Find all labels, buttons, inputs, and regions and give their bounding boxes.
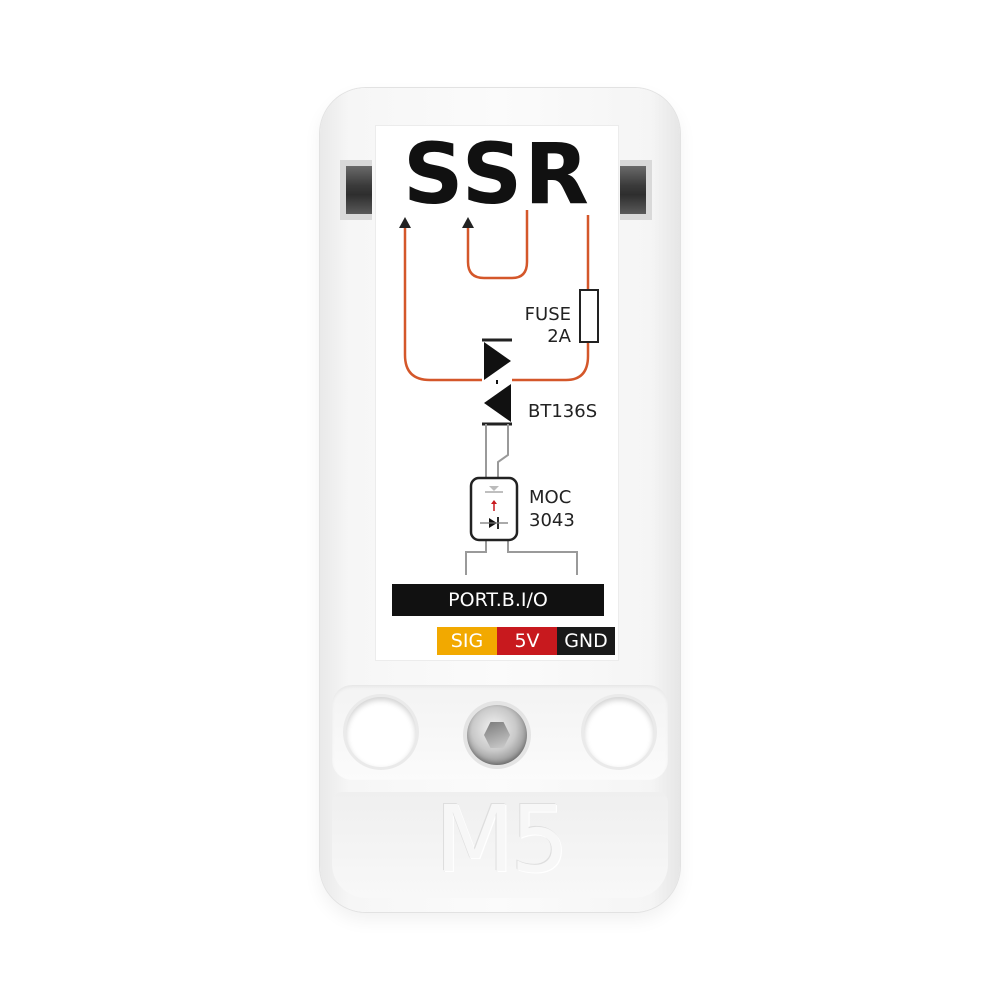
- inner-terminal-arrow-icon: [462, 217, 474, 228]
- optocoupler-label-line1: MOC: [529, 487, 572, 508]
- fuse-rating: 2A: [547, 326, 571, 347]
- fuse-icon: [579, 289, 599, 343]
- product-title-text: SSR: [403, 125, 591, 223]
- triac-icon: [482, 338, 512, 426]
- triac-label: BT136S: [528, 401, 598, 422]
- enclosure-base: [332, 792, 668, 898]
- m5-logo: M5: [435, 786, 569, 893]
- pin-gnd-label: GND: [557, 627, 615, 655]
- right-load-trace: [512, 342, 590, 382]
- pin-5v-label: 5V: [497, 627, 557, 655]
- fuse-label: FUSE: [524, 304, 571, 325]
- hex-socket-icon: [484, 722, 510, 748]
- gate-wires: [465, 424, 578, 575]
- right-mounting-hole: [584, 697, 654, 767]
- inner-load-trace: [466, 210, 529, 280]
- left-terminal-arrow-icon: [399, 217, 411, 228]
- optocoupler-icon: [469, 476, 519, 542]
- pin-sig-label: SIG: [437, 627, 497, 655]
- optocoupler-label-line2: 3043: [529, 510, 575, 531]
- right-terminal: [620, 160, 652, 220]
- load-traces: [403, 210, 590, 382]
- product-title: SSR: [0, 126, 1000, 222]
- left-mounting-hole: [346, 697, 416, 767]
- port-label: PORT.B.I/O: [392, 584, 604, 616]
- left-load-trace: [403, 228, 482, 382]
- left-terminal: [340, 160, 372, 220]
